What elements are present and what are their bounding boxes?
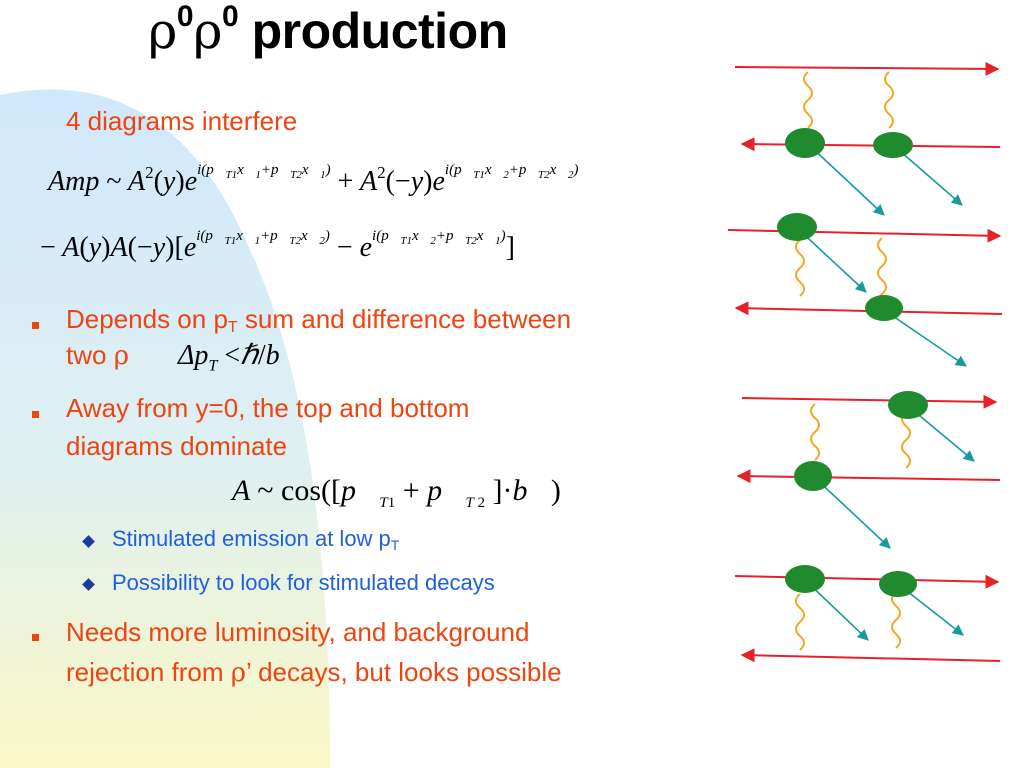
- title-rho-2: ρ: [193, 2, 222, 60]
- rho-blob: [879, 571, 917, 597]
- bullet-1-text-b: sum and difference between: [237, 304, 572, 334]
- sub-bullet-2: Possibility to look for stimulated decay…: [112, 570, 495, 595]
- beam-line: [727, 228, 1002, 243]
- rho-blob: [785, 128, 825, 158]
- slide-title: ρ0ρ0 production: [148, 2, 508, 60]
- rho-blob: [785, 565, 825, 593]
- slide-subtitle: 4 diagrams interfere: [66, 106, 298, 136]
- interference-diagrams: [727, 61, 1003, 663]
- square-bullet-icon: [32, 411, 39, 418]
- diagram-1: [734, 61, 1001, 216]
- photon-line: [884, 71, 894, 129]
- photon-line: [803, 71, 813, 129]
- square-bullet-icon: [32, 322, 39, 329]
- cosine-equation: A ~ cos([p⃗T1 + p⃗T 2 ]·b⃗): [232, 474, 561, 511]
- bullet-3-rho: ρ: [230, 658, 247, 688]
- sub-bullet-1: Stimulated emission at low pT: [112, 526, 399, 552]
- photon-line: [891, 591, 901, 649]
- amplitude-equation-line2: − A(y)A(−y)[ei(p⃗T1x⃗1+p⃗T2x⃗2) − ei(p⃗T…: [40, 228, 515, 263]
- rho-blob: [873, 132, 913, 158]
- rho-blob: [777, 213, 817, 241]
- beam-line: [740, 137, 1001, 152]
- rho-blob: [794, 461, 832, 491]
- sub-bullet-1-text: Stimulated emission at low p: [112, 526, 391, 551]
- bullet-3-line-1: Needs more luminosity, and background: [66, 617, 530, 647]
- bullet-1-rho: ρ: [113, 341, 129, 371]
- rho-blob: [888, 391, 928, 419]
- beam-line: [740, 648, 1001, 663]
- delta-pt-formula: ΔpT <ℏ/b: [178, 340, 280, 375]
- sub-bullet-1-sub: T: [390, 537, 400, 553]
- amplitude-equation-line1: Amp ~ A2(y)ei(p⃗T1x⃗1+p⃗T2x⃗1) + A2(−y)e…: [48, 162, 579, 197]
- decay-arrow: [883, 309, 967, 367]
- diagram-2: [727, 213, 1003, 367]
- rho-blob: [865, 295, 903, 321]
- bullet-1-line-1: Depends on pT sum and difference between: [66, 302, 571, 337]
- photon-line: [810, 403, 820, 461]
- title-sup-1: 0: [176, 0, 194, 34]
- bullet-2-line-2: diagrams dominate: [66, 431, 288, 461]
- photon-line: [877, 237, 887, 309]
- bullet-3-line-2: rejection from ρ’ decays, but looks poss…: [66, 655, 562, 691]
- square-bullet-icon: [32, 634, 39, 641]
- bullet-3-text-b: ’ decays, but looks possible: [246, 657, 562, 687]
- title-word: production: [251, 3, 509, 59]
- beam-line: [734, 574, 1000, 589]
- decay-arrow: [796, 227, 867, 293]
- bullet-1-text-c: two: [66, 340, 114, 370]
- diagram-3: [736, 391, 1001, 549]
- photon-line: [901, 411, 911, 469]
- title-sup-2: 0: [222, 0, 239, 34]
- bullet-3-text-a: rejection from: [66, 657, 231, 687]
- beam-line: [734, 61, 1000, 76]
- decay-arrow: [807, 143, 885, 216]
- decay-arrow: [812, 475, 891, 549]
- beam-line: [741, 394, 998, 409]
- photon-line: [795, 239, 805, 297]
- diagram-4: [734, 565, 1001, 663]
- bullet-2-line-1: Away from y=0, the top and bottom: [66, 393, 470, 423]
- title-rho-1: ρ: [148, 2, 177, 60]
- beam-line: [736, 469, 1001, 484]
- photon-line: [795, 593, 805, 651]
- bullet-1-text-a: Depends on p: [66, 304, 228, 334]
- bullet-1-sub: T: [227, 319, 238, 336]
- bullet-1-line-2: two ρ: [66, 338, 129, 374]
